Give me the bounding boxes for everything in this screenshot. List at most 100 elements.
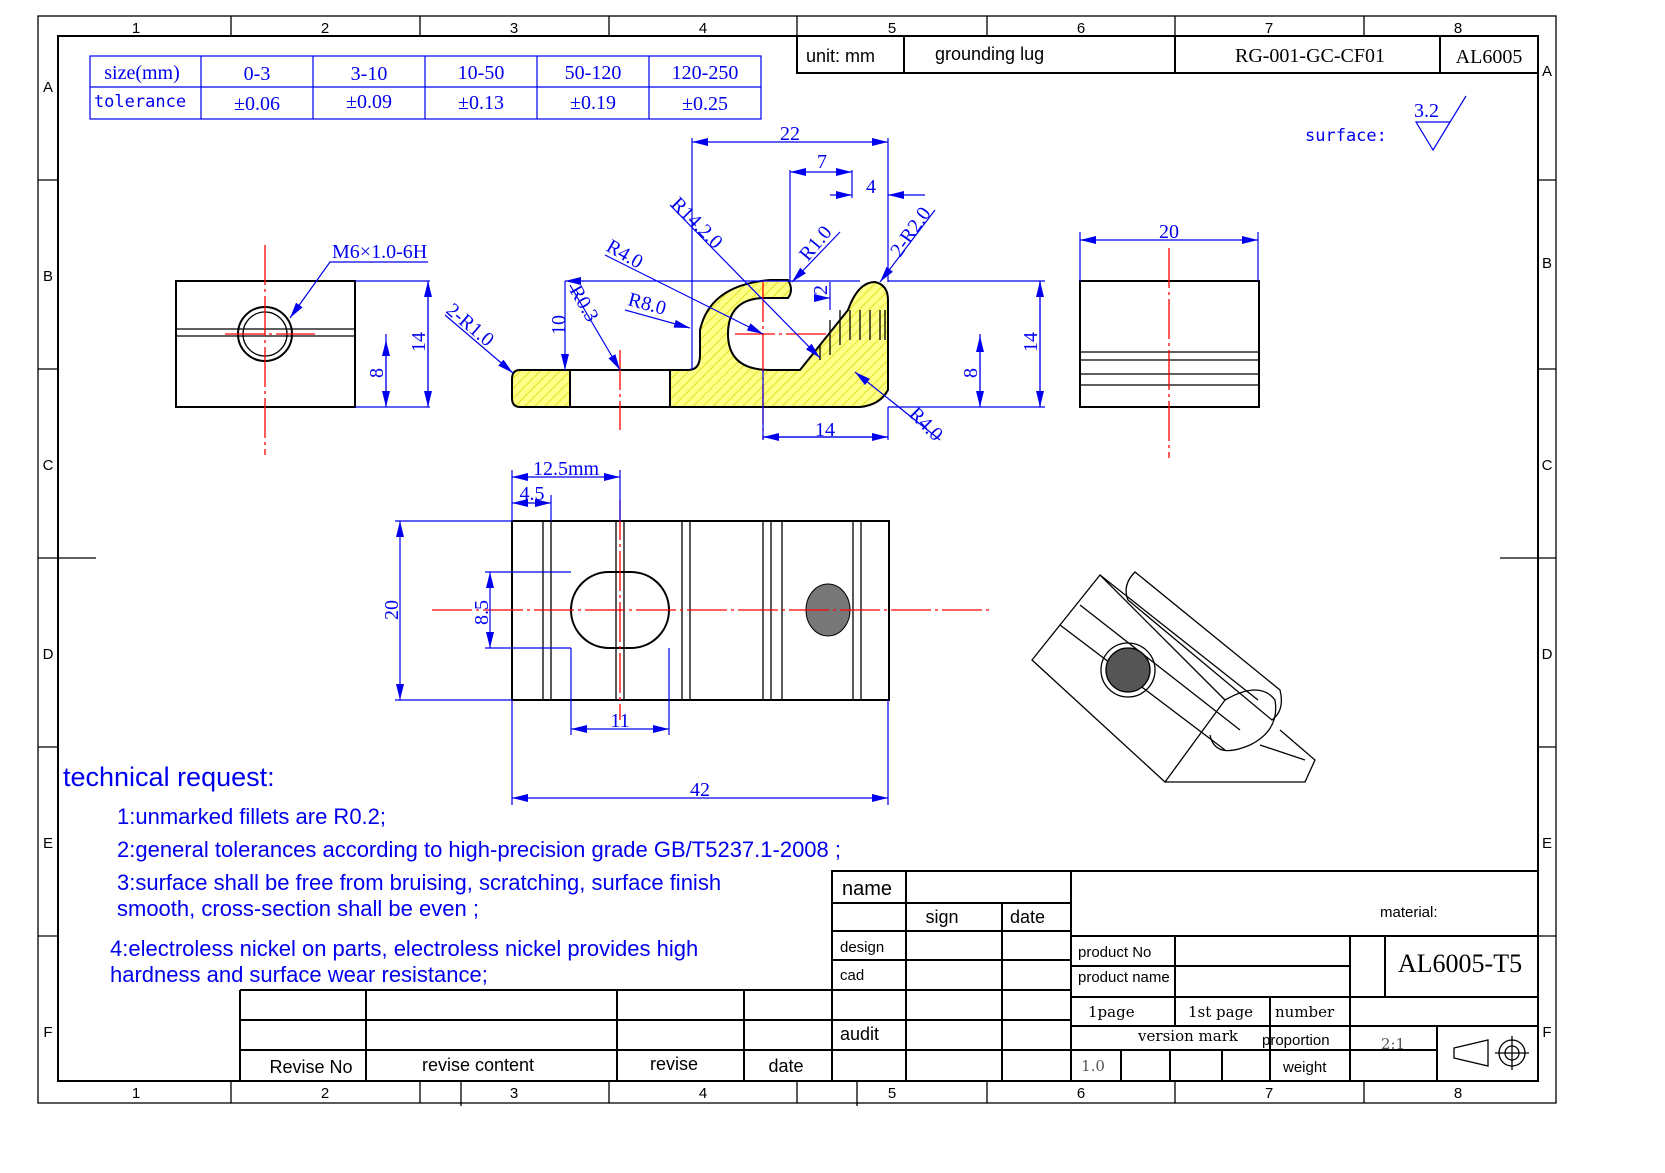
surface-finish-symbol: surface: 3.2 [1305,95,1467,152]
col-label: 6 [1077,20,1085,37]
dim-11: 11 [610,710,629,732]
row-label: D [43,646,54,663]
dim-8-right: 8 [960,368,982,378]
dim-thread: M6×1.0-6H [332,241,427,263]
surface-label: surface: [1305,126,1387,146]
revise-no-header: Revise No [269,1057,352,1077]
version-value: 1.0 [1081,1057,1105,1075]
table-cell: ±0.13 [458,92,504,114]
product-no-label: product No [1078,944,1151,961]
col-label: 3 [510,20,518,37]
dim-20-right: 20 [1159,221,1179,243]
row-label: F [1542,1024,1551,1041]
sign-label: sign [925,907,958,927]
section-view: 22 7 4 R14.2.0 R4.0 R8.0 R1.0 2-R2.0 R0.… [442,123,1045,446]
col-label: 5 [888,20,896,37]
col-label: 4 [699,1085,707,1102]
tolerance-table: size(mm) 0-3 3-10 10-50 50-120 120-250 t… [89,55,762,120]
technical-item: hardness and surface wear resistance; [110,962,488,987]
dim-r14: R14.2.0 [666,193,726,253]
table-header: size(mm) [104,62,180,84]
row-label: D [1542,646,1553,663]
dim-14-bottom: 14 [815,419,835,441]
name-label: name [842,878,892,900]
technical-item: 1:unmarked fillets are R0.2; [117,804,386,829]
table-header: 10-50 [458,62,505,84]
table-cell: tolerance [94,92,186,112]
date-label: date [1010,907,1045,927]
dim-4-5: 4.5 [520,483,545,505]
technical-item: 2:general tolerances according to high-p… [117,837,841,862]
col-label: 7 [1265,20,1273,37]
row-label: E [43,835,53,852]
col-label: 1 [132,20,140,37]
table-cell: ±0.19 [570,92,616,114]
col-label: 4 [699,20,707,37]
row-label: C [43,457,54,474]
col-label: 8 [1454,20,1462,37]
table-header: 120-250 [672,62,739,84]
dim-r4: R4.0 [603,235,647,273]
row-label: A [43,79,53,96]
table-cell: ±0.25 [682,93,728,115]
technical-request: technical request: 1:unmarked fillets ar… [63,762,841,987]
dim-42: 42 [690,779,710,801]
left-view: M6×1.0-6H 8 14 [175,241,432,455]
projection-symbol-icon [1453,1036,1529,1070]
dim-10: 10 [548,315,570,335]
col-label: 2 [321,1085,329,1102]
table-header: 0-3 [244,63,271,85]
row-label: B [1542,255,1552,272]
table-cell: ±0.09 [346,91,392,113]
row-label: B [43,268,53,285]
cad-label: cad [840,967,864,984]
technical-title: technical request: [63,762,275,792]
col-label: 6 [1077,1085,1085,1102]
dim-2r2: 2-R2.0 [886,203,936,261]
col-label: 5 [888,1085,896,1102]
product-name-label: product name [1078,969,1170,986]
revise-header: revise [650,1054,698,1074]
col-label: 3 [510,1085,518,1102]
dim-r4-bottom: R4.0 [904,403,947,446]
revise-block: Revise No revise content revise date [239,989,832,1081]
unit-label: unit: mm [806,46,875,66]
top-view: 12.5mm 4.5 20 8.5 11 42 [381,458,990,805]
audit-label: audit [840,1024,879,1044]
design-label: design [840,939,884,956]
dim-12-5: 12.5mm [533,458,600,480]
col-label: 8 [1454,1085,1462,1102]
table-header: 50-120 [565,62,622,84]
material-label: material: [1380,904,1438,921]
dim-14-right: 14 [1020,332,1042,352]
proportion-label: proportion [1262,1032,1330,1049]
version-mark-label: version mark [1137,1027,1239,1045]
revise-content-header: revise content [422,1055,534,1075]
dim-8-5: 8.5 [471,600,493,625]
technical-item: smooth, cross-section shall be even ; [117,896,479,921]
table-header: 3-10 [351,63,388,85]
title-strip: unit: mm grounding lug RG-001-GC-CF01 AL… [796,35,1539,74]
dim-7: 7 [817,151,827,173]
weight-label: weight [1282,1059,1327,1076]
col-label: 2 [321,20,329,37]
row-label: C [1542,457,1553,474]
col-label: 1 [132,1085,140,1102]
number-label: number [1275,1003,1335,1021]
first-page-label: 1st page [1188,1003,1253,1021]
dim-r03: R0.3 [565,282,603,326]
dim-22: 22 [780,123,800,145]
dim-r8: R8.0 [626,289,669,320]
page-label: 1page [1088,1003,1135,1021]
isometric-view [1031,571,1316,783]
dim-2: 2 [810,285,832,295]
revise-date-header: date [768,1056,803,1076]
part-code: RG-001-GC-CF01 [1235,45,1385,67]
surface-value: 3.2 [1414,100,1439,122]
row-label: F [43,1024,52,1041]
dim-2r1: 2-R1.0 [442,299,498,351]
dim-8: 8 [366,368,388,378]
proportion-value: 2:1 [1381,1035,1405,1053]
row-label: E [1542,835,1552,852]
